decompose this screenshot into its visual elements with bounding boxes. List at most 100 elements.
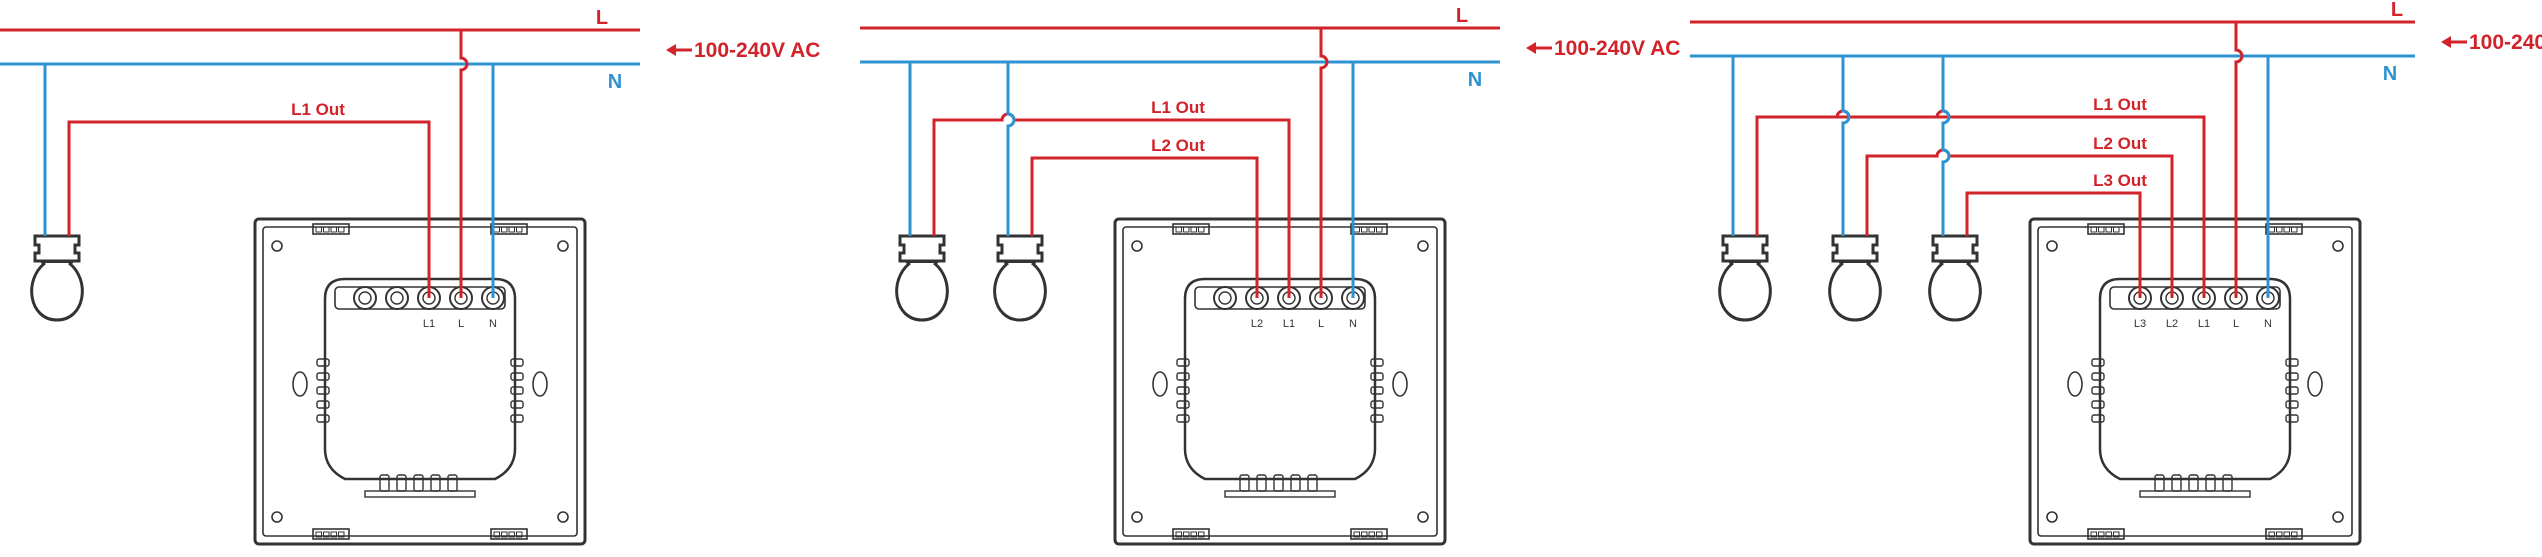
screw-hole (271, 240, 283, 252)
bottom-rail (2139, 490, 2251, 498)
output-wire-3 (1965, 191, 2142, 298)
terminal-label-l1: L1 (2198, 318, 2210, 330)
bulb-glass (1718, 261, 1772, 322)
vent-rib (316, 414, 330, 423)
module-body (2098, 277, 2292, 481)
bulb-cap (1931, 234, 1979, 263)
plate-outer (2028, 217, 2362, 546)
vent-rib (316, 372, 330, 381)
vent-rib (510, 358, 524, 367)
bottom-rail (1224, 490, 1336, 498)
mounting-tab (2087, 223, 2125, 235)
terminal-screw-inner (390, 291, 404, 305)
vent-rib (510, 414, 524, 423)
module-body (1183, 277, 1377, 481)
terminal-screw-inner (1218, 291, 1232, 305)
terminal-label-l3: L3 (2134, 318, 2146, 330)
side-clip (2067, 371, 2083, 397)
side-clip (2307, 371, 2323, 397)
vent-rib (2091, 386, 2105, 395)
terminal-screw (1213, 286, 1237, 310)
output-wire-2 (1030, 156, 1259, 298)
bulb-glass (1828, 261, 1882, 322)
vent-rib (1176, 358, 1190, 367)
vent-rib (1176, 372, 1190, 381)
output-wire-1 (67, 120, 431, 298)
bulb-cap (1721, 234, 1769, 263)
neutral-line-label: N (1468, 69, 1482, 91)
screw-hole (2046, 240, 2058, 252)
supply-voltage-label: 100-240V AC (1554, 37, 1680, 60)
plate-outer (253, 217, 587, 546)
live-to-switch-wire (1319, 28, 1329, 298)
neutral-line-label: N (608, 71, 622, 93)
bottom-rail (364, 490, 476, 498)
terminal-label-l: L (458, 318, 464, 330)
vent-rib (316, 386, 330, 395)
terminal-label-l: L (2233, 318, 2239, 330)
neutral-to-bulb-wire (1941, 56, 1951, 236)
vent-rib (1176, 386, 1190, 395)
mounting-tab (2087, 528, 2125, 540)
side-clip (532, 371, 548, 397)
vent-rib (2285, 386, 2299, 395)
plate-inner (1122, 226, 1438, 537)
terminal-screw-inner (358, 291, 372, 305)
bulb-glass (1928, 261, 1982, 322)
bulb-glass (895, 261, 949, 322)
plate-inner (262, 226, 578, 537)
terminal-screw (353, 286, 377, 310)
vent-rib (1176, 414, 1190, 423)
vent-rib (510, 386, 524, 395)
live-line-label: L (596, 7, 608, 29)
live-line-label: L (2391, 0, 2403, 21)
terminal-label-l: L (1318, 318, 1324, 330)
live-to-switch-wire (2234, 22, 2244, 298)
switch-back-plate: L1 L N (253, 217, 587, 546)
vent-rib (2285, 414, 2299, 423)
terminal-label-l1: L1 (423, 318, 435, 330)
terminal-label-l1: L1 (1283, 318, 1295, 330)
mounting-tab (312, 223, 350, 235)
mounting-tab (2265, 528, 2303, 540)
vent-rib (510, 372, 524, 381)
vent-rib (1370, 400, 1384, 409)
neutral-to-bulb-wire (1006, 62, 1016, 236)
screw-hole (1417, 240, 1429, 252)
screw-hole (1131, 511, 1143, 523)
mounting-tab (1350, 223, 1388, 235)
screw-hole (271, 511, 283, 523)
light-bulb-icon (30, 234, 84, 322)
supply-arrowhead (2441, 36, 2451, 48)
side-clip (1392, 371, 1408, 397)
output-label-l1: L1 Out (291, 100, 345, 119)
light-bulb-icon (993, 234, 1047, 322)
neutral-to-bulb-wire (1841, 56, 1851, 236)
bulb-cap (996, 234, 1044, 263)
output-label-l2: L2 Out (2093, 134, 2147, 153)
plate-outer (1113, 217, 1447, 546)
vent-rib (1370, 386, 1384, 395)
supply-arrowhead (1526, 42, 1536, 54)
bulb-glass (30, 261, 84, 322)
bulb-glass (993, 261, 1047, 322)
screw-hole (2332, 240, 2344, 252)
vent-rib (2091, 372, 2105, 381)
terminal-label-n: N (1349, 318, 1357, 330)
terminal-label-n: N (489, 318, 497, 330)
screw-hole (1417, 511, 1429, 523)
side-clip (1152, 371, 1168, 397)
live-to-switch-wire (459, 30, 469, 298)
bulb-cap (898, 234, 946, 263)
vent-rib (2285, 400, 2299, 409)
bulb-cap (1831, 234, 1879, 263)
terminal-label-l2: L2 (2166, 318, 2178, 330)
output-label-l1: L1 Out (2093, 95, 2147, 114)
bulb-cap (33, 234, 81, 263)
vent-rib (2285, 372, 2299, 381)
vent-rib (316, 400, 330, 409)
screw-hole (1131, 240, 1143, 252)
